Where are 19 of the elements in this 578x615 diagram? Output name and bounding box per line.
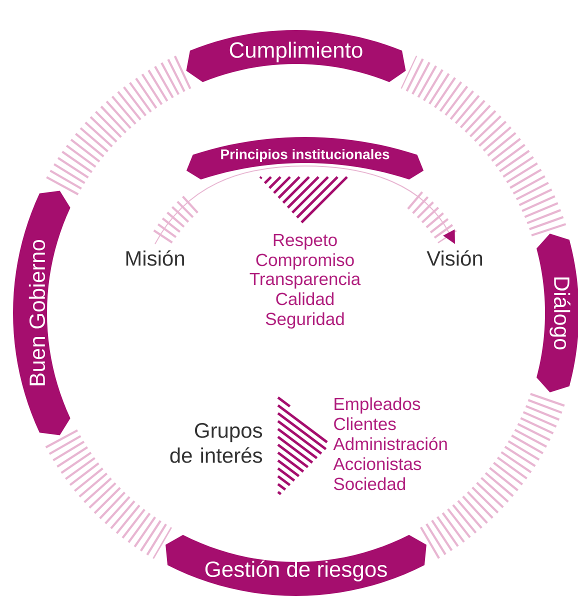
banner: Gestión de riesgos (166, 534, 426, 596)
principle-text: Compromiso (256, 253, 354, 270)
heading-text: Visión (426, 250, 482, 266)
banner: Cumplimiento (186, 30, 406, 82)
banner: Buen Gobierno (13, 190, 70, 436)
stakeholder-text: Empleados (334, 397, 420, 414)
principle-text: Respeto (274, 234, 337, 250)
stakeholder-text: Accionistas (333, 457, 422, 470)
banner: Diálogo (536, 234, 578, 392)
heading-text: Misión (126, 250, 184, 266)
stakeholder-text: Administración (333, 437, 447, 450)
stakeholder-text: Sociedad (334, 477, 406, 490)
stakeholder-text: Clientes (334, 417, 396, 430)
principle-text: Calidad (276, 292, 334, 306)
principle-text: Seguridad (266, 312, 344, 329)
arrow (154, 166, 455, 244)
principle-text: Transparencia (250, 272, 361, 289)
banner: Principios institucionales (186, 137, 424, 180)
heading-text: Grupos de interés (170, 423, 262, 463)
